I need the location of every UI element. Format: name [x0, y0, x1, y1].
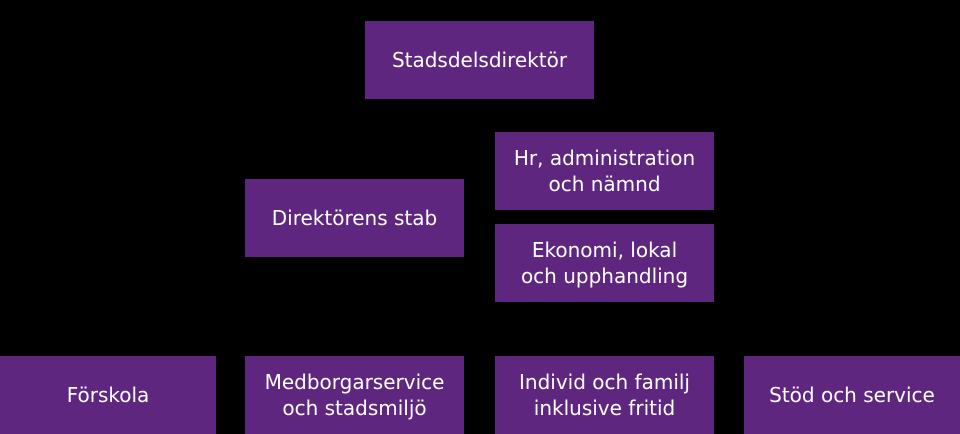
- box-individ-och-familj: Individ och familj inklusive fritid: [495, 356, 714, 434]
- box-label: Medborgarservice och stadsmiljö: [264, 370, 445, 420]
- box-label: Förskola: [66, 383, 150, 407]
- box-label: Stöd och service: [769, 383, 935, 407]
- box-label: Stadsdelsdirektör: [391, 48, 568, 72]
- box-label: Direktörens stab: [271, 206, 438, 230]
- box-ekonomi-lokal: Ekonomi, lokal och upphandling: [495, 224, 714, 302]
- box-hr-administration: Hr, administration och nämnd: [495, 132, 714, 210]
- box-direktorens-stab: Direktörens stab: [245, 179, 464, 257]
- box-label: Ekonomi, lokal och upphandling: [520, 238, 689, 288]
- box-forskola: Förskola: [0, 356, 216, 434]
- box-label: Hr, administration och nämnd: [513, 146, 696, 196]
- box-stadsdelsdirektor: Stadsdelsdirektör: [365, 21, 594, 99]
- box-label: Individ och familj inklusive fritid: [519, 370, 690, 420]
- box-medborgarservice: Medborgarservice och stadsmiljö: [245, 356, 464, 434]
- box-stod-och-service: Stöd och service: [744, 356, 960, 434]
